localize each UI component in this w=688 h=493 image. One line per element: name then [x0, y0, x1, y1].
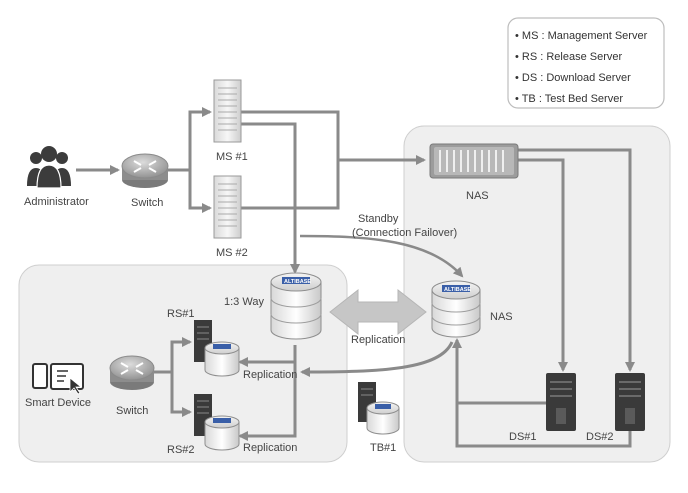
ds2-server-icon	[615, 373, 645, 431]
switch2-to-rs2-arrow	[170, 372, 192, 417]
connections	[76, 107, 635, 448]
replication-double-arrow	[329, 288, 427, 336]
main-database-icon: ALTIBASE	[270, 272, 322, 340]
nas-database-icon: ALTIBASE	[431, 280, 481, 338]
administrator-people-icon	[27, 146, 71, 189]
main-db-label: 1:3 Way	[224, 296, 264, 308]
ms2-label: MS #2	[216, 247, 248, 259]
nasdb-to-release-arrow	[300, 341, 454, 377]
switch-bottom-label: Switch	[116, 405, 148, 417]
ms1-server-icon	[213, 79, 242, 143]
legend-item-tb: • TB : Test Bed Server	[515, 93, 623, 105]
legend-box	[507, 17, 665, 109]
rs2-server-icon	[194, 394, 240, 451]
nas-db-label: NAS	[490, 311, 513, 323]
ds2-label: DS#2	[586, 431, 614, 443]
standby-label: Standby	[358, 213, 399, 225]
db-to-rs-line	[242, 345, 297, 438]
download-zone	[403, 125, 671, 463]
tb1-label: TB#1	[370, 442, 396, 454]
legend: • MS : Management Server • RS : Release …	[507, 17, 665, 109]
replication-rs1-label: Replication	[243, 369, 297, 381]
switch-to-ms-arrows	[168, 107, 212, 172]
switch-top-icon	[121, 153, 169, 188]
nas-top-label: NAS	[466, 190, 489, 202]
smart-device-label: Smart Device	[25, 397, 91, 409]
replication-rs2-label: Replication	[243, 442, 297, 454]
rs1-label: RS#1	[167, 308, 195, 320]
ms1-label: MS #1	[216, 151, 248, 163]
switch-to-ms2-arrow	[188, 170, 212, 213]
main-db-logo: ALTIBASE	[284, 279, 311, 285]
tb1-server-icon	[358, 382, 400, 435]
smart-device-icon	[32, 363, 84, 395]
administrator-label: Administrator	[24, 196, 89, 208]
legend-item-ms: • MS : Management Server	[515, 30, 648, 42]
ms1-to-db-arrow	[241, 122, 300, 274]
nas-to-ds2-arrow	[518, 148, 635, 372]
release-zone	[18, 264, 348, 463]
nas-db-logo: ALTIBASE	[444, 287, 471, 293]
switch-bottom-icon	[109, 355, 155, 390]
ds1-label: DS#1	[509, 431, 537, 443]
ds1-server-icon	[546, 373, 576, 431]
ms2-server-icon	[213, 175, 242, 239]
connection-failover-label: (Connection Failover)	[352, 227, 457, 239]
nas-storage-icon	[429, 143, 519, 179]
rs2-label: RS#2	[167, 444, 195, 456]
switch-top-label: Switch	[131, 197, 163, 209]
replication-label: Replication	[351, 334, 405, 346]
legend-item-ds: • DS : Download Server	[515, 72, 631, 84]
ds2-to-nasdb-line	[452, 338, 632, 448]
legend-item-rs: • RS : Release Server	[515, 51, 623, 63]
switch2-to-rs1-arrow	[152, 337, 192, 374]
nas-to-ds1-arrow	[518, 158, 568, 372]
rs1-server-icon	[194, 320, 240, 377]
ms-to-nas-line	[241, 110, 340, 210]
standby-arrow	[299, 234, 464, 278]
